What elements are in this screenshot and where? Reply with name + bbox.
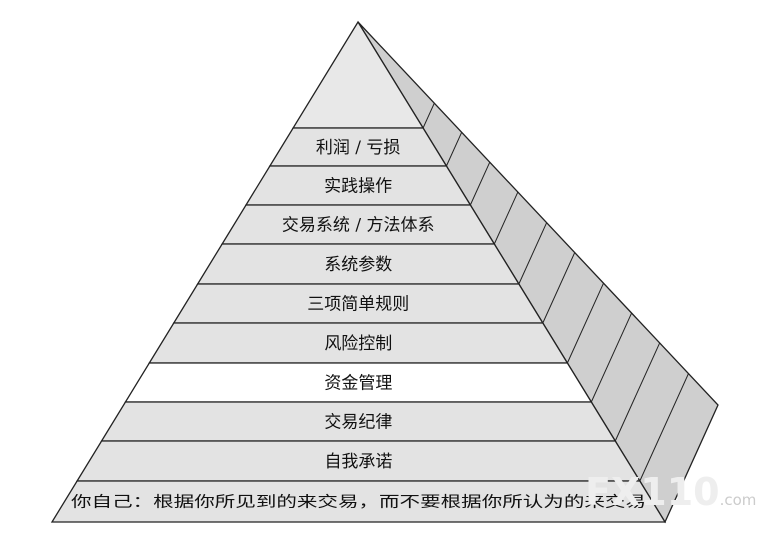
- pyramid-level-label: 实践操作: [324, 177, 392, 197]
- side-face-divider: [590, 312, 633, 403]
- pyramid-level: 资金管理: [124, 362, 593, 403]
- pyramid-level-label: 自我承诺: [324, 452, 392, 472]
- side-face-divider: [422, 102, 435, 129]
- side-face-divider: [566, 282, 604, 364]
- pyramid-level: 三项简单规则: [172, 283, 544, 324]
- side-face-divider: [445, 132, 463, 167]
- pyramid-level-label: 资金管理: [324, 374, 392, 394]
- pyramid-level-label: 系统参数: [324, 255, 392, 275]
- pyramid-level: 风险控制: [148, 322, 569, 364]
- side-face-divider: [493, 191, 519, 245]
- pyramid-level-label: 交易系统 / 方法体系: [282, 216, 435, 236]
- pyramid-level: 交易纪律: [100, 401, 617, 442]
- pyramid-level: 自我承诺: [75, 440, 641, 482]
- side-face-divider: [469, 161, 491, 206]
- side-face-divider: [518, 222, 548, 285]
- pyramid-level-label: 风险控制: [324, 334, 392, 354]
- pyramid-base-shape: [50, 480, 667, 523]
- side-face-divider: [614, 342, 661, 442]
- pyramid-level: 系统参数: [196, 243, 521, 285]
- pyramid-level-label: 交易纪律: [324, 413, 392, 433]
- pyramid-level: 实践操作: [244, 165, 472, 206]
- pyramid-level: 交易系统 / 方法体系: [220, 204, 496, 245]
- pyramid-level: 利润 / 亏损: [268, 127, 448, 167]
- pyramid-base-label: 你自己：根据你所见到的来交易，而不要根据你所认为的来交易: [71, 493, 646, 511]
- pyramid-level-label: 利润 / 亏损: [316, 138, 401, 158]
- pyramid-base: 你自己：根据你所见到的来交易，而不要根据你所认为的来交易: [50, 480, 667, 523]
- pyramid-level-label: 三项简单规则: [307, 295, 409, 315]
- side-face-divider: [639, 373, 689, 482]
- side-face-divider: [542, 252, 576, 324]
